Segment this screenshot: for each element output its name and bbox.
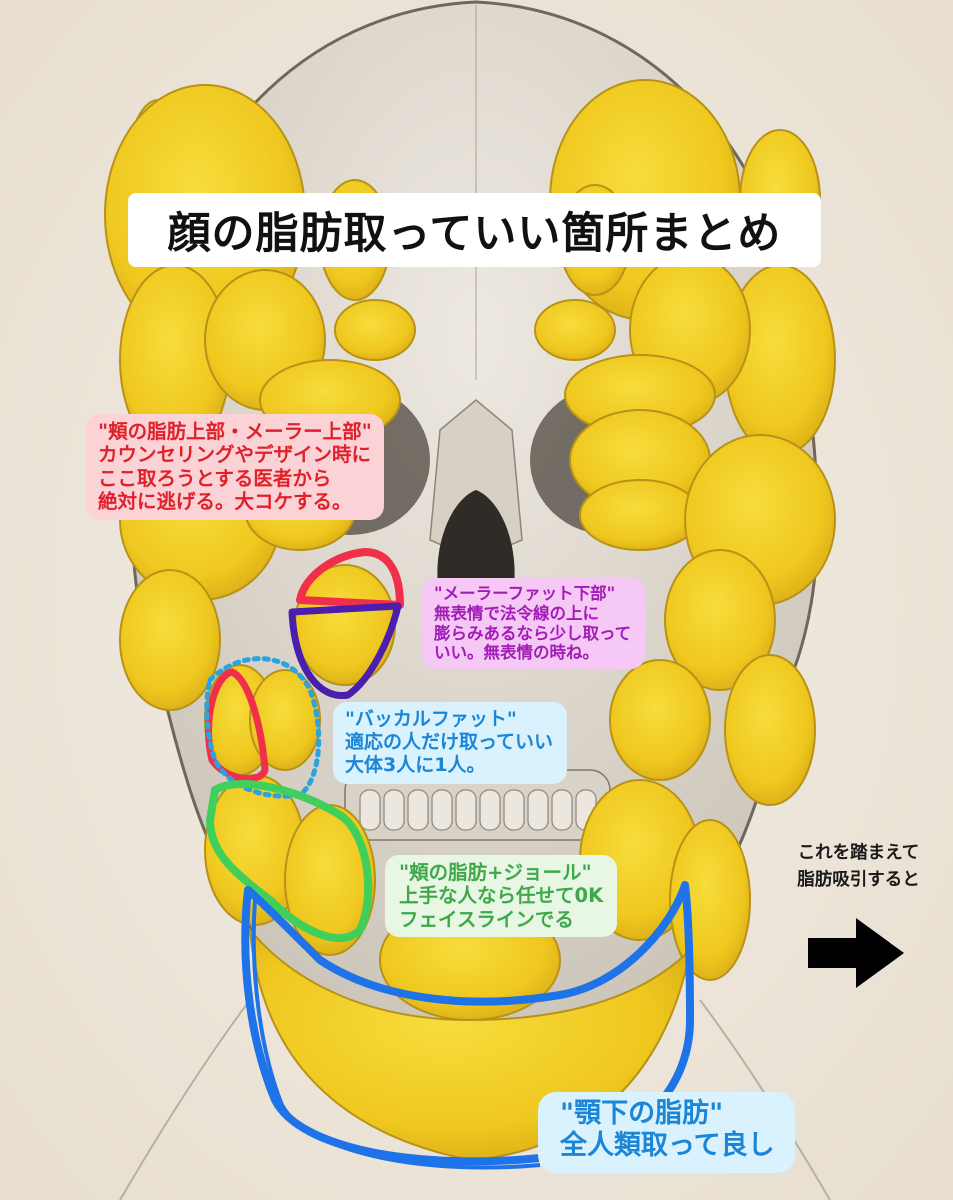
callout-line: 全人類取って良し bbox=[560, 1130, 775, 1162]
callout-buccal: "バッカルファット" 適応の人だけ取っていい 大体3人に1人。 bbox=[333, 702, 568, 785]
callout-line: ここ取ろうとする医者から bbox=[98, 466, 332, 490]
right-arrow-icon bbox=[808, 918, 904, 988]
callout-line: 膨らみあるなら少し取って bbox=[434, 623, 632, 643]
callout-heading: "頬の脂肪+ジョール" bbox=[399, 861, 592, 884]
side-note-line: 脂肪吸引すると bbox=[797, 870, 920, 891]
callout-line: 絶対に逃げる。大コケする。 bbox=[98, 490, 352, 514]
outline-upper-cheek bbox=[296, 548, 404, 609]
side-note-line: これを踏まえて bbox=[797, 843, 920, 863]
callout-line: カウンセリングやデザイン時に bbox=[98, 443, 372, 467]
callout-line: 上手な人なら任せて0K bbox=[399, 884, 604, 908]
callout-upper-cheek: "頬の脂肪上部・メーラー上部" カウンセリングやデザイン時に ここ取ろうとする医… bbox=[86, 414, 384, 520]
callout-malar-lower: "メーラーファット下部" 無表情で法令線の上に 膨らみあるなら少し取って いい。… bbox=[422, 578, 646, 670]
callout-heading: "メーラーファット下部" bbox=[434, 584, 616, 603]
side-note: これを踏まえて 脂肪吸引すると bbox=[776, 840, 941, 894]
callout-line: フェイスラインでる bbox=[399, 907, 574, 931]
callout-line: 無表情で法令線の上に bbox=[434, 603, 599, 623]
outline-cheek-jowl bbox=[205, 780, 373, 943]
callout-line: 大体3人に1人。 bbox=[345, 753, 486, 776]
callout-cheek-jowl: "頬の脂肪+ジョール" 上手な人なら任せて0K フェイスラインでる bbox=[385, 855, 618, 938]
callout-heading: "顎下の脂肪" bbox=[560, 1098, 724, 1129]
page-title: 顔の脂肪取っていい箇所まとめ bbox=[167, 209, 782, 259]
outline-malar-lower bbox=[288, 602, 402, 700]
callout-heading: "頬の脂肪上部・メーラー上部" bbox=[98, 420, 372, 443]
callout-line: いい。無表情の時ね。 bbox=[434, 643, 599, 663]
callout-line: 適応の人だけ取っていい bbox=[345, 730, 554, 753]
callout-submental: "顎下の脂肪" 全人類取って良し bbox=[538, 1092, 795, 1173]
outline-submental bbox=[241, 881, 694, 1166]
title-banner: 顔の脂肪取っていい箇所まとめ bbox=[128, 193, 821, 267]
outline-red-small bbox=[205, 668, 269, 783]
callout-heading: "バッカルファット" bbox=[345, 708, 517, 730]
